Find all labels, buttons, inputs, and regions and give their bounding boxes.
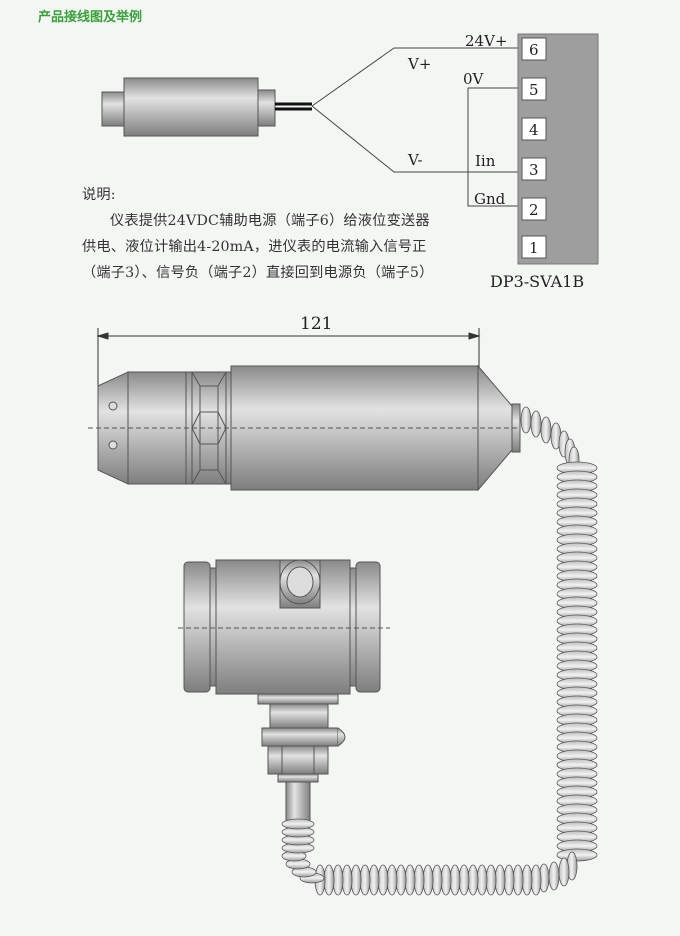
page-title: 产品接线图及举例 — [38, 10, 143, 25]
label-iin: Iin — [475, 152, 496, 170]
terminal-number: 6 — [529, 41, 539, 59]
terminal-number: 2 — [529, 201, 539, 219]
note-line: 供电、液位计输出4-20mA，进仪表的电流输入信号正 — [82, 239, 427, 255]
label-zero-v: 0V — [463, 70, 485, 88]
label-v-plus: V+ — [407, 55, 431, 73]
transmitter-housing — [178, 559, 390, 823]
dimension-value: 121 — [300, 314, 332, 334]
probe-body — [88, 364, 521, 492]
label-supply: 24V+ — [465, 32, 508, 50]
terminal-number: 4 — [529, 121, 539, 139]
terminal-number: 1 — [529, 239, 539, 257]
terminal-box — [521, 77, 547, 101]
terminal-number: 3 — [529, 161, 539, 179]
note-line: 仪表提供24VDC辅助电源（端子6）给液位变送器 — [110, 213, 430, 229]
module-name: DP3-SVA1B — [490, 272, 584, 291]
sensor-icon — [101, 77, 312, 137]
terminal-box — [521, 157, 547, 181]
terminal-box — [521, 235, 547, 259]
terminal-box — [521, 197, 547, 221]
note-heading: 说明: — [82, 187, 116, 203]
label-v-minus: V- — [407, 151, 423, 169]
terminal-number: 5 — [529, 81, 539, 99]
terminal-box — [521, 37, 547, 61]
terminal-box — [521, 117, 547, 141]
terminal-block: 6 5 4 3 2 1 — [517, 33, 599, 265]
note-line: （端子3）、信号负（端子2）直接回到电源负（端子5） — [82, 265, 434, 281]
label-gnd: Gnd — [474, 190, 506, 208]
wires — [311, 47, 522, 207]
coiled-cable — [281, 406, 598, 896]
